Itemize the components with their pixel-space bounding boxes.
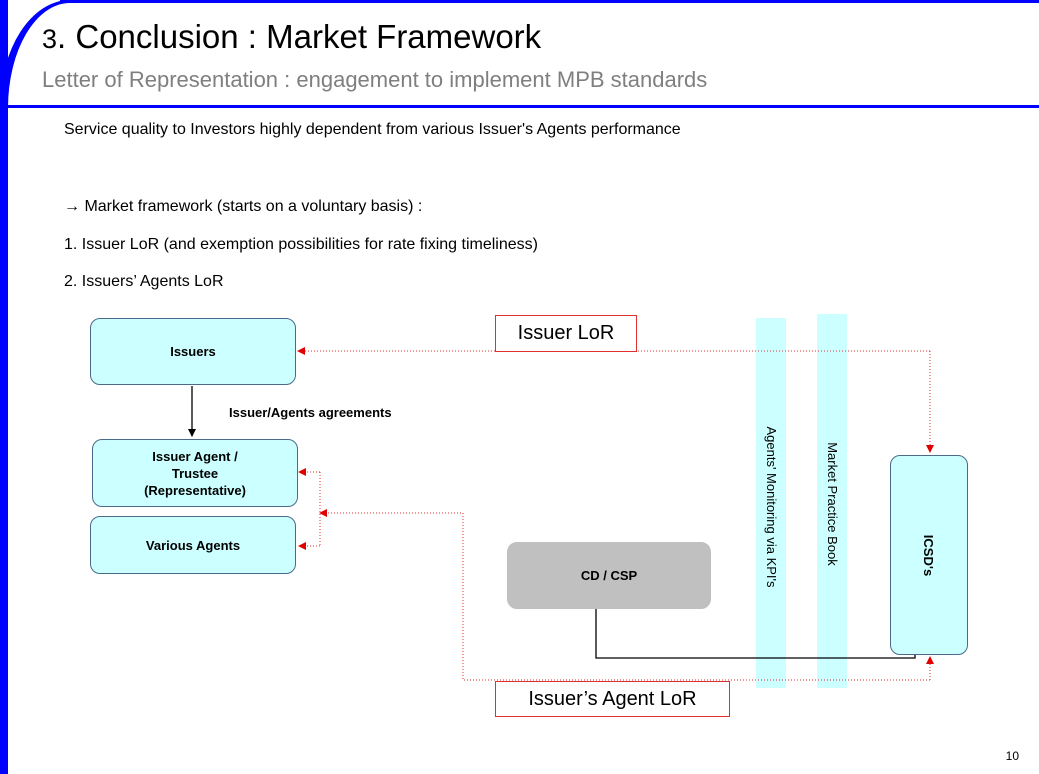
issuer-agent-lor-label: Issuer’s Agent LoR (528, 687, 697, 710)
issuer-agent-lor-box: Issuer’s Agent LoR (495, 681, 730, 717)
issuer-agent-line2: Trustee (171, 465, 219, 481)
various-agents-label: Various Agents (145, 537, 241, 553)
agents-bracket (301, 471, 321, 547)
bracket-arrow-bottom (298, 542, 306, 550)
issuer-lor-label: Issuer LoR (517, 322, 615, 344)
icsds-label: ICSD's (921, 534, 937, 576)
body-line-agents-lor: 2. Issuers’ Agents LoR (64, 273, 224, 290)
body-line-service-quality: Service quality to Investors highly depe… (64, 121, 681, 138)
issuers-label: Issuers (170, 344, 216, 359)
body-line-issuer-lor: 1. Issuer LoR (and exemption possibiliti… (64, 236, 538, 253)
agreements-label: Issuer/Agents agreements (229, 405, 392, 420)
cd-csp-label: CD / CSP (580, 568, 638, 583)
icsds-box: ICSD's (890, 455, 968, 655)
issuer-agent-box: Issuer Agent / Trustee (Representative) (92, 439, 298, 507)
body-line-market-framework: → Market framework (starts on a voluntar… (64, 198, 423, 215)
page-title: 3. Conclusion : Market Framework (42, 18, 541, 56)
title-text: . Conclusion : Market Framework (57, 18, 542, 55)
page-number: 10 (1005, 749, 1019, 763)
various-agents-box: Various Agents (90, 516, 296, 574)
issuer-agent-line1: Issuer Agent / (152, 448, 238, 464)
cd-csp-box: CD / CSP (507, 542, 711, 609)
page-subtitle: Letter of Representation : engagement to… (42, 67, 708, 92)
bracket-arrow-top (298, 468, 306, 476)
issuer-agent-line3: (Representative) (144, 482, 246, 498)
frame-left-border (0, 0, 8, 774)
agents-monitoring-bar (756, 318, 786, 688)
agent-lor-line (319, 509, 930, 681)
frame-top-border (60, 0, 1039, 3)
issuers-box: Issuers (90, 318, 296, 385)
title-underline (8, 105, 1039, 108)
market-practice-book-bar (817, 314, 847, 688)
title-number: 3 (42, 24, 58, 54)
issuer-lor-box: Issuer LoR (495, 315, 637, 352)
